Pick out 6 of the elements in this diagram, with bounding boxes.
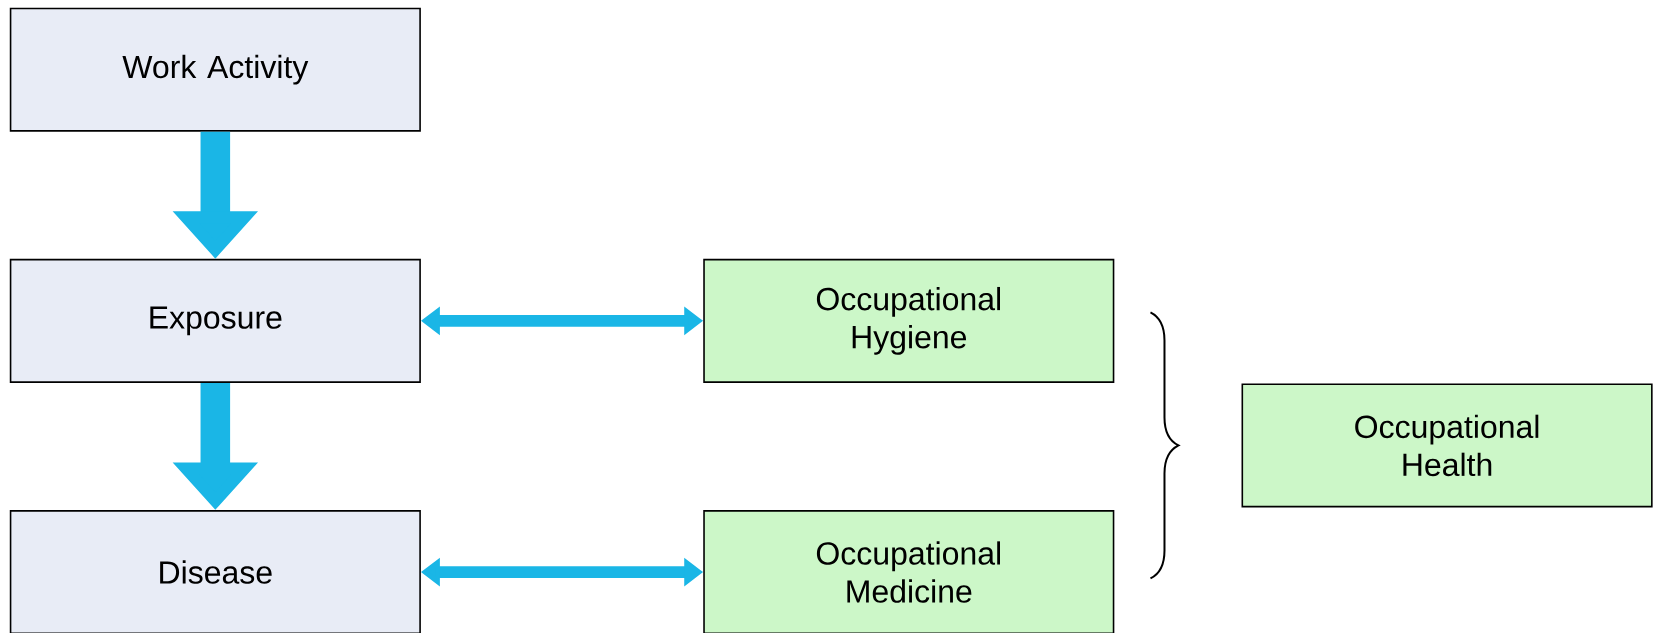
discipline-box: Occupational Hygiene — [703, 258, 1115, 383]
step-box: Exposure — [9, 258, 421, 383]
step-box: Work Activity — [9, 7, 421, 132]
discipline-box: Occupational Health — [1241, 383, 1653, 508]
step-box: Disease — [9, 510, 421, 633]
discipline-box: Occupational Medicine — [703, 510, 1115, 633]
